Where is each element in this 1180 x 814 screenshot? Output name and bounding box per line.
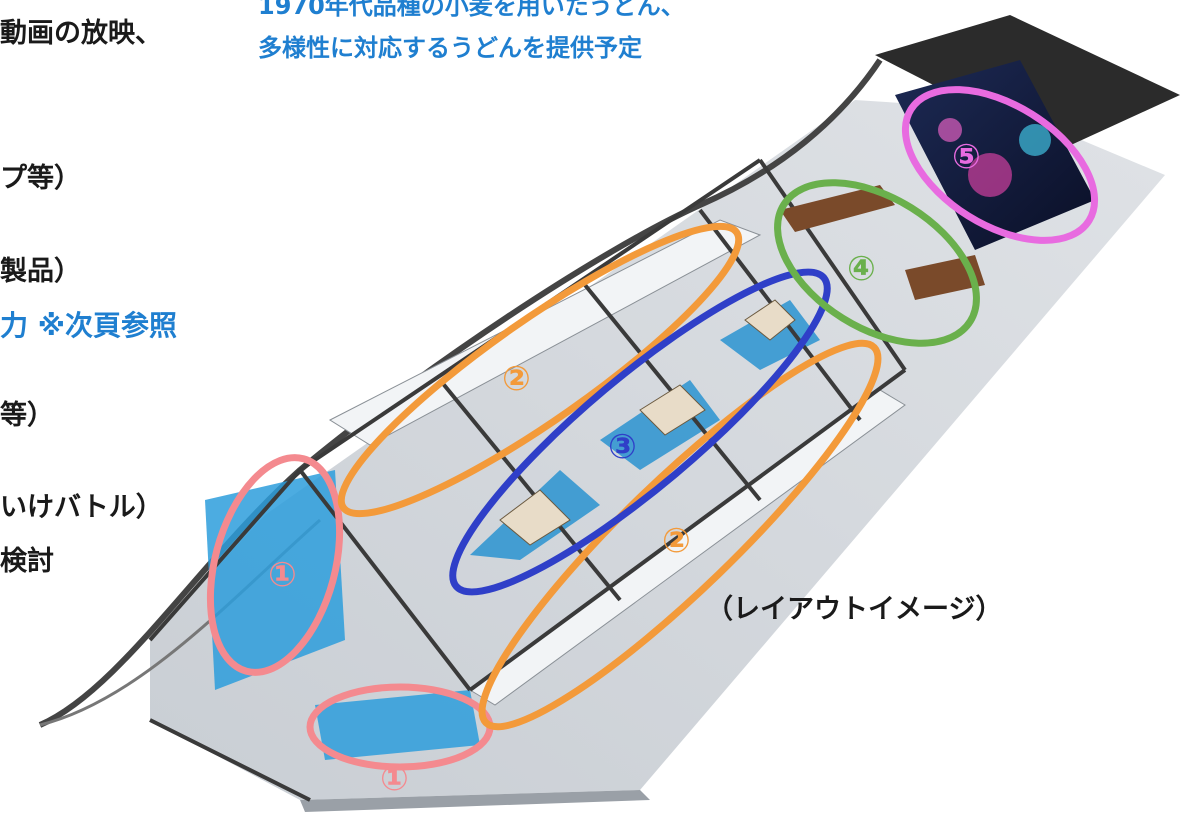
stage-screen-orb-1 [968,153,1012,197]
stage-screen-orb-2 [1019,124,1051,156]
zone-2-lower-marker: ② [662,521,691,561]
left-text-line-4-blue: 力 ※次頁参照 [0,309,177,342]
zone-4-ellipse [774,179,980,347]
zone-2-lower-ellipse [478,339,882,731]
zone-5-ellipse [901,86,1099,244]
top-caption-line-1: 1970年代品種の小麦を用いたうどん、 [258,0,685,20]
zone-2-upper-ellipse [337,222,743,518]
left-text-line-3: 製品） [0,256,81,287]
left-text-line-5: 等） [0,400,54,431]
zone-5-marker: ⑤ [952,137,981,177]
zone-1-left-ellipse [206,454,344,676]
hull-wall-left [38,58,883,728]
center-plinth-3 [744,299,796,341]
left-text-line-1: 動画の放映、 [0,18,162,49]
zone-1-left-marker: ① [268,555,297,595]
zone-4-marker: ④ [847,249,876,289]
center-plinth-2 [639,384,706,436]
left-text-line-7: 検討 [0,546,54,577]
stage-screen-orb-3 [938,118,962,142]
zone-3-marker: ③ [608,427,637,467]
zone-1-bottom-marker: ① [380,759,409,799]
left-text-line-2: プ等） [0,163,81,194]
zone-3-ellipse [449,268,831,596]
top-caption-line-2: 多様性に対応するうどんを提供予定 [258,34,642,62]
left-text-line-6: いけバトル） [0,492,163,523]
center-plinth-1 [499,489,571,546]
layout-image-caption: （レイアウトイメージ） [706,594,1003,625]
booth-floor-edge [300,790,650,812]
blue-zone-bottom [315,690,480,760]
zone-2-upper-marker: ② [502,359,531,399]
cafe-counter [780,185,895,232]
